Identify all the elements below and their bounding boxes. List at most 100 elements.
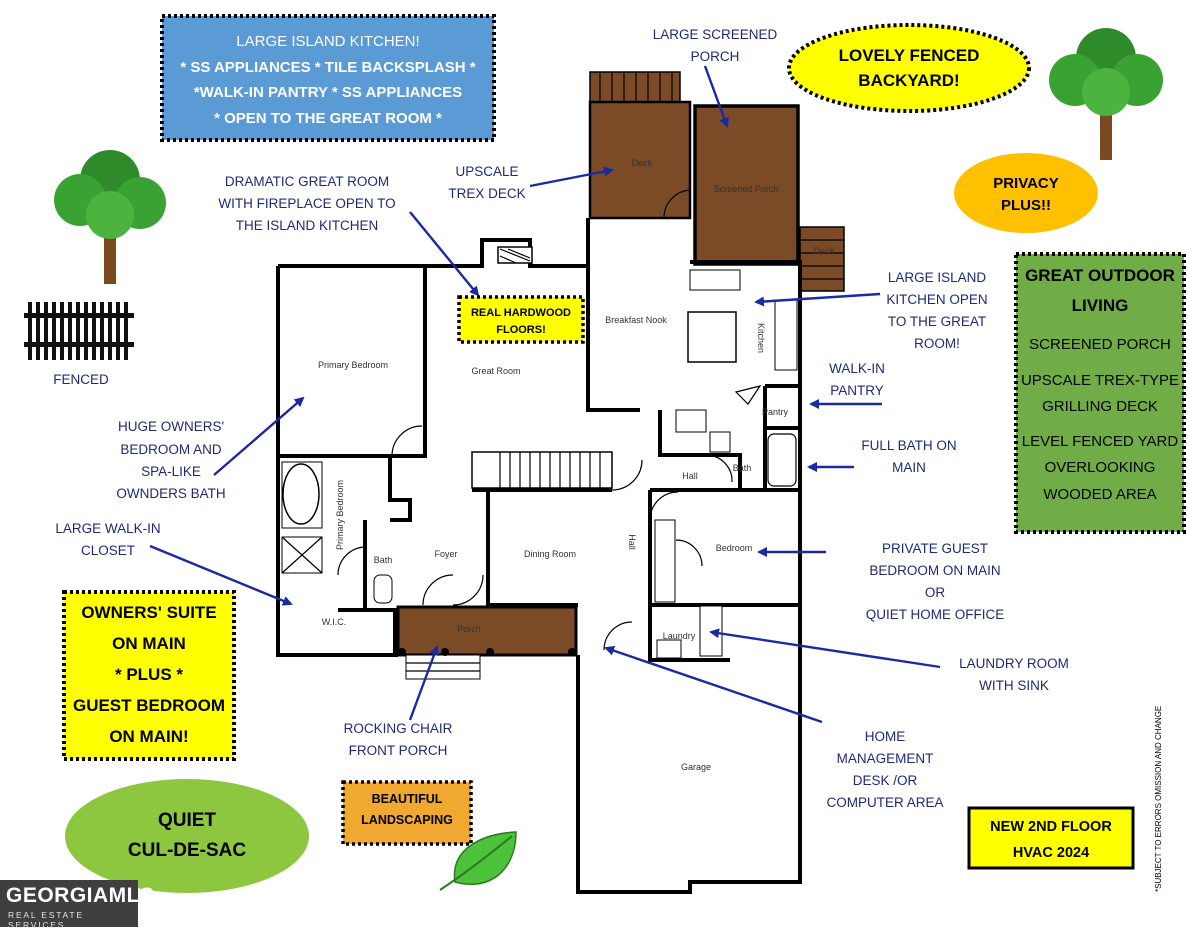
annotation-laundry-line-2: WITH SINK bbox=[979, 678, 1049, 693]
annotation-closet-line-2: CLOSET bbox=[81, 543, 135, 558]
annotation-guest-line-1: PRIVATE GUEST bbox=[882, 541, 988, 556]
annotation-full-bath-line-2: MAIN bbox=[892, 460, 926, 475]
annotation-island-kitchen-line-4: ROOM! bbox=[914, 336, 960, 351]
annotation-owners-line-3: SPA-LIKE bbox=[141, 464, 201, 479]
annotation-trex-deck-line-1: UPSCALE bbox=[455, 164, 518, 179]
annotation-screened-porch: LARGE SCREENED PORCH bbox=[653, 27, 778, 64]
annotation-laundry: LAUNDRY ROOM WITH SINK bbox=[959, 656, 1069, 693]
room-hall-1: Hall bbox=[682, 471, 698, 481]
logo-sub-text: REAL ESTATE SERVICES bbox=[8, 910, 84, 930]
arrow-great-room bbox=[409, 211, 480, 297]
outdoor-item-6: WOODED AREA bbox=[1043, 486, 1156, 503]
room-wic: W.I.C. bbox=[322, 617, 347, 627]
outdoor-title-line-2: LIVING bbox=[1072, 296, 1129, 315]
room-hall-2: Hall bbox=[627, 534, 637, 550]
arrow-home-management bbox=[604, 645, 823, 724]
kitchen-callout-line-4: * OPEN TO THE GREAT ROOM * bbox=[214, 110, 442, 127]
outdoor-living-callout: GREAT OUTDOOR LIVING SCREENED PORCH UPSC… bbox=[1014, 252, 1186, 534]
room-foyer: Foyer bbox=[434, 549, 457, 559]
annotation-guest-line-3: OR bbox=[925, 585, 946, 600]
owners-suite-line-1: OWNERS' SUITE bbox=[81, 603, 216, 622]
annotation-closet-line-1: LARGE WALK-IN bbox=[55, 521, 160, 536]
annotation-great-room-line-1: DRAMATIC GREAT ROOM bbox=[225, 174, 389, 189]
annotation-owners-line-1: HUGE OWNERS' bbox=[118, 419, 224, 434]
arrow-front-porch bbox=[408, 645, 439, 721]
tree-icon bbox=[54, 150, 166, 284]
room-garage: Garage bbox=[681, 762, 711, 772]
room-primary-bath: Primary Bedroom bbox=[335, 480, 345, 550]
floor-plan: Deck Screened Porch Deck Breakfast Nook … bbox=[276, 71, 845, 894]
annotation-owners-line-2: BEDROOM AND bbox=[120, 442, 222, 457]
annotation-island-kitchen-line-3: TO THE GREAT bbox=[888, 314, 986, 329]
annotation-home-management: HOME MANAGEMENT DESK /OR COMPUTER AREA bbox=[826, 729, 943, 810]
cul-de-sac-line-1: QUIET bbox=[158, 810, 216, 831]
hvac-callout: NEW 2ND FLOOR HVAC 2024 bbox=[967, 806, 1135, 870]
annotation-island-kitchen: LARGE ISLAND KITCHEN OPEN TO THE GREAT R… bbox=[886, 270, 987, 351]
annotation-laundry-line-1: LAUNDRY ROOM bbox=[959, 656, 1069, 671]
cul-de-sac-callout: QUIET CUL-DE-SAC bbox=[65, 779, 309, 893]
annotation-screened-porch-line-1: LARGE SCREENED bbox=[653, 27, 778, 42]
room-kitchen: Kitchen bbox=[756, 323, 766, 353]
privacy-line-2: PLUS!! bbox=[1001, 197, 1051, 214]
annotation-trex-deck-line-2: TREX DECK bbox=[448, 186, 525, 201]
hardwood-line-1: REAL HARDWOOD bbox=[471, 307, 571, 319]
fenced-backyard-line-2: BACKYARD! bbox=[858, 71, 959, 90]
room-deck: Deck bbox=[632, 158, 653, 168]
privacy-line-1: PRIVACY bbox=[993, 175, 1059, 192]
room-dining: Dining Room bbox=[524, 549, 576, 559]
outdoor-item-2: UPSCALE TREX-TYPE bbox=[1021, 372, 1179, 389]
fenced-label: FENCED bbox=[53, 372, 109, 387]
annotation-porch-line-2: FRONT PORCH bbox=[349, 743, 448, 758]
outdoor-item-3: GRILLING DECK bbox=[1042, 398, 1158, 415]
room-laundry: Laundry bbox=[663, 631, 696, 641]
outdoor-item-1: SCREENED PORCH bbox=[1029, 336, 1171, 353]
annotation-trex-deck: UPSCALE TREX DECK bbox=[448, 164, 525, 201]
fenced-backyard-line-1: LOVELY FENCED bbox=[839, 46, 980, 65]
annotation-island-kitchen-line-1: LARGE ISLAND bbox=[888, 270, 987, 285]
arrow-island-kitchen bbox=[754, 292, 881, 307]
fence-icon bbox=[24, 302, 134, 360]
annotation-screened-porch-line-2: PORCH bbox=[691, 49, 740, 64]
privacy-callout: PRIVACY PLUS!! bbox=[954, 153, 1098, 233]
georgia-mls-logo: GEORGIAMLS REAL ESTATE SERVICES bbox=[0, 880, 154, 930]
annotation-great-room: DRAMATIC GREAT ROOM WITH FIREPLACE OPEN … bbox=[218, 174, 395, 233]
kitchen-island bbox=[687, 311, 737, 363]
annotation-full-bath-line-1: FULL BATH ON bbox=[861, 438, 956, 453]
annotation-mgmt-line-3: DESK /OR bbox=[853, 773, 918, 788]
small-deck bbox=[799, 226, 845, 292]
owners-suite-line-3: * PLUS * bbox=[115, 665, 183, 684]
hvac-line-2: HVAC 2024 bbox=[1013, 845, 1089, 861]
outdoor-item-5: OVERLOOKING bbox=[1045, 459, 1156, 476]
hvac-line-1: NEW 2ND FLOOR bbox=[990, 819, 1112, 835]
arrow-trex-deck bbox=[529, 166, 614, 188]
room-great-room: Great Room bbox=[471, 366, 520, 376]
annotation-great-room-line-2: WITH FIREPLACE OPEN TO bbox=[218, 196, 395, 211]
cul-de-sac-line-2: CUL-DE-SAC bbox=[128, 840, 246, 861]
annotation-pantry-line-2: PANTRY bbox=[830, 383, 884, 398]
room-bath-2: Bath bbox=[374, 555, 393, 565]
annotation-guest-line-4: QUIET HOME OFFICE bbox=[866, 607, 1005, 622]
arrow-walk-in-closet bbox=[149, 544, 293, 606]
room-breakfast-nook: Breakfast Nook bbox=[605, 315, 667, 325]
annotation-mgmt-line-1: HOME bbox=[865, 729, 906, 744]
kitchen-callout-line-1: LARGE ISLAND KITCHEN! bbox=[236, 33, 419, 50]
leaf-icon bbox=[439, 831, 517, 891]
room-primary-bedroom: Primary Bedroom bbox=[318, 360, 388, 370]
room-bedroom: Bedroom bbox=[716, 543, 753, 553]
fenced-backyard-callout: LOVELY FENCED BACKYARD! bbox=[787, 23, 1031, 113]
annotation-guest-bedroom: PRIVATE GUEST BEDROOM ON MAIN OR QUIET H… bbox=[866, 541, 1005, 622]
disclaimer-text: *SUBJECT TO ERRORS OMISSION AND CHANGE bbox=[1154, 706, 1163, 892]
tree-icon bbox=[1049, 28, 1163, 160]
screened-porch bbox=[693, 104, 800, 266]
logo-main-text: GEORGIAMLS bbox=[6, 884, 155, 907]
landscaping-line-2: LANDSCAPING bbox=[361, 813, 453, 827]
kitchen-callout-box: LARGE ISLAND KITCHEN! * SS APPLIANCES * … bbox=[160, 14, 496, 142]
annotation-front-porch: ROCKING CHAIR FRONT PORCH bbox=[344, 721, 453, 758]
room-deck-small: Deck bbox=[814, 246, 835, 256]
room-screened-porch: Screened Porch bbox=[714, 184, 779, 194]
stairs bbox=[471, 451, 613, 489]
room-pantry: Pantry bbox=[762, 407, 789, 417]
annotation-island-kitchen-line-2: KITCHEN OPEN bbox=[886, 292, 987, 307]
